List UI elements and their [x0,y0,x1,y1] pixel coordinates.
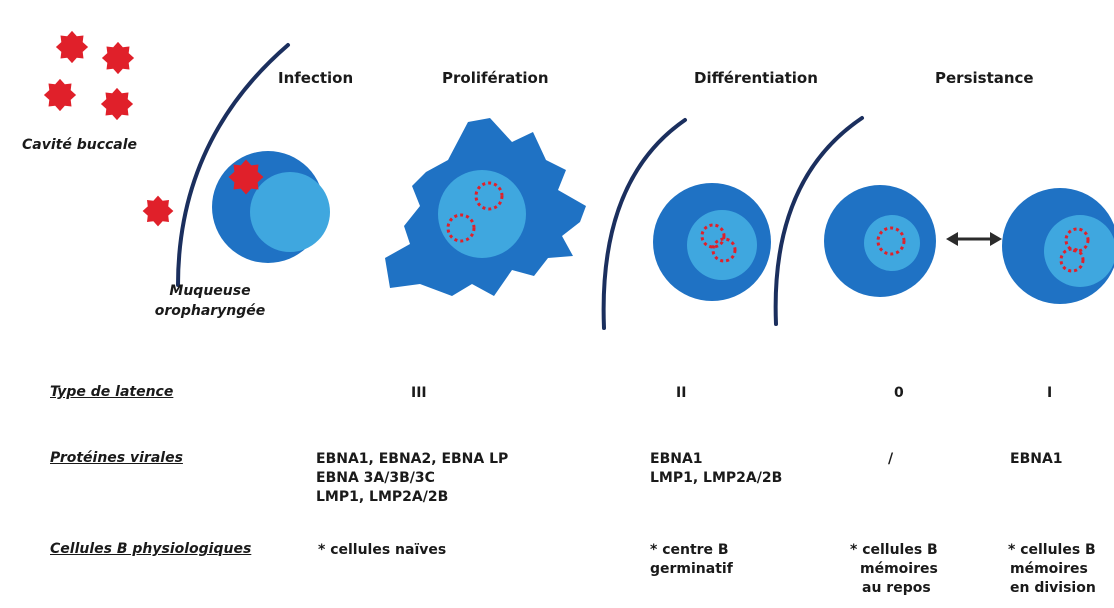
proteins-latency-iii-line2: EBNA 3A/3B/3C [316,469,435,488]
double-arrow-icon [946,232,1002,246]
proteins-latency-ii-line2: LMP1, LMP2A/2B [650,469,782,488]
oral-cavity-label: Cavité buccale [22,137,137,153]
stage-title-infection: Infection [278,69,353,87]
mucosa-label-line2: oropharyngée [150,303,270,319]
proteins-latency-ii-line1: EBNA1 [650,450,703,469]
proliferating-cell [385,118,586,296]
latency-type-iii: III [411,384,427,403]
virus-icon [143,196,174,227]
row-header-latency-type: Type de latence [50,384,173,400]
latency-type-ii: II [676,384,686,403]
proteins-latency-i: EBNA1 [1010,450,1063,469]
b-cells-latency-i-line3: en division [1010,579,1096,598]
stage-title-persistence: Persistance [935,69,1034,87]
latency-type-i: I [1047,384,1052,403]
virus-icon [102,42,134,74]
b-cells-latency-0-line2: mémoires [860,560,938,579]
b-cells-latency-iii: * cellules naïves [318,541,446,560]
virus-icon [44,79,76,111]
resting-memory-cell [824,185,936,297]
b-cells-latency-0-line3: au repos [862,579,931,598]
virus-icon [229,160,264,195]
virus-icon [56,31,88,63]
mucosa-label-line1: Muqueuse [150,283,270,299]
b-cells-latency-i-line2: mémoires [1010,560,1088,579]
dividing-memory-cell [1002,188,1114,304]
b-cells-latency-ii-line1: * centre B [650,541,729,560]
proteins-latency-iii-line1: EBNA1, EBNA2, EBNA LP [316,450,508,469]
b-cells-latency-ii-line2: germinatif [650,560,733,579]
stage-title-proliferation: Prolifération [442,69,549,87]
b-cells-latency-0-line1: * cellules B [850,541,938,560]
b-cells-latency-i-line1: * cellules B [1008,541,1096,560]
virus-icon [101,88,133,120]
virus-particles [44,31,174,227]
infection-cell [212,151,330,263]
proteins-latency-iii-line3: LMP1, LMP2A/2B [316,488,448,507]
differentiating-cell [653,183,771,301]
row-header-viral-proteins: Protéines virales [50,450,183,466]
stage-title-differentiation: Différentiation [694,69,818,87]
proteins-latency-0: / [888,450,893,469]
row-header-b-cells: Cellules B physiologiques [50,541,251,557]
latency-type-0: 0 [894,384,904,403]
